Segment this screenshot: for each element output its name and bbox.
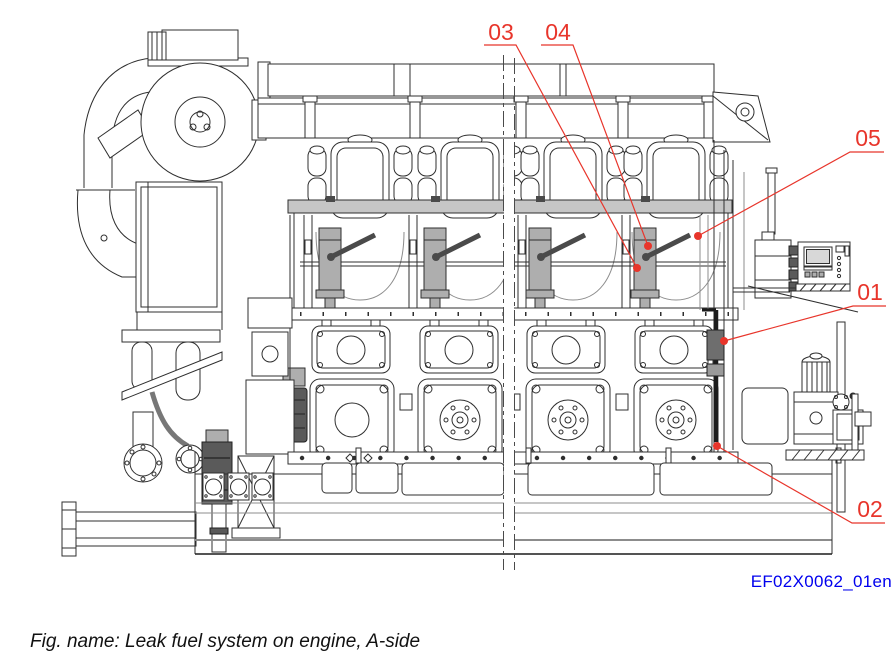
callout-03-leader: [484, 44, 638, 269]
callout-04-marker: [644, 242, 652, 250]
callout-02-marker: [713, 442, 721, 450]
panel-button: [804, 271, 811, 278]
callout-02-leader: [716, 445, 885, 524]
callout-01-label: 01: [857, 279, 883, 305]
engine-centerlines: [195, 55, 832, 570]
callout-05-leader: [697, 151, 884, 237]
leak-fuel-drain-pipe: [699, 215, 725, 442]
callout-03: 03: [484, 19, 641, 272]
callout-04-leader: [541, 44, 649, 247]
figure-caption: Fig. name: Leak fuel system on engine, A…: [30, 631, 421, 652]
callout-05-marker: [694, 232, 702, 240]
callout-01-leader: [723, 305, 886, 342]
callout-03-marker: [633, 264, 641, 272]
callout-04: 04: [541, 19, 652, 250]
callout-05: 05: [694, 125, 884, 240]
callout-01-marker: [720, 337, 728, 345]
callout-02: 02: [713, 442, 885, 524]
panel-button: [818, 271, 825, 278]
callout-03-label: 03: [488, 19, 514, 45]
control-panel: [733, 241, 851, 293]
drawing-id: EF02X0062_01en: [750, 572, 892, 591]
callout-05-label: 05: [855, 125, 881, 151]
panel-button: [811, 271, 818, 278]
callout-02-label: 02: [857, 496, 883, 522]
callouts: 03 04 05 01 02: [484, 19, 886, 524]
exhaust-manifold: [257, 61, 771, 143]
callout-01: 01: [720, 279, 886, 345]
callout-04-label: 04: [545, 19, 571, 45]
engine-base: [194, 447, 842, 554]
turbocharger-group: [76, 29, 267, 313]
